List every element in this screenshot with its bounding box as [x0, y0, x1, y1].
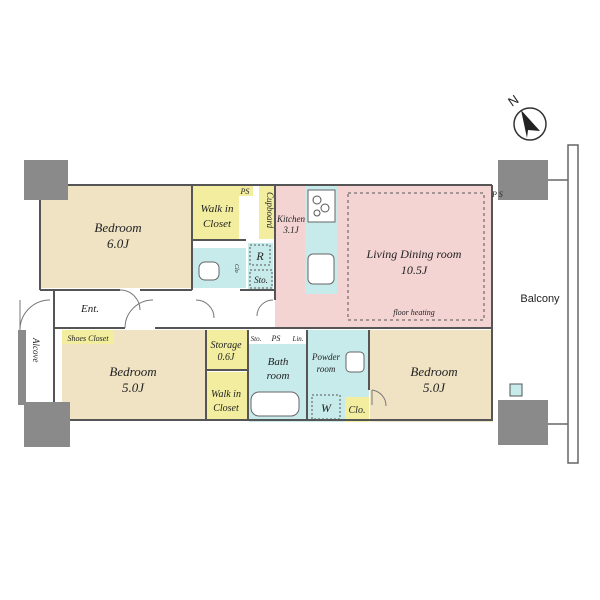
cupboard-area	[259, 186, 275, 239]
storage-mid-name: Storage	[210, 340, 242, 351]
walk-in-closet-n-area	[193, 186, 239, 239]
shoes-closet-area	[62, 330, 114, 344]
fridge-label: R	[255, 249, 264, 263]
bedroom-se-size: 5.0J	[423, 380, 446, 395]
powder-line2: room	[317, 364, 336, 374]
floor-heating-zone	[347, 192, 485, 321]
storage-mid-area	[207, 330, 247, 370]
cooktop	[307, 189, 336, 223]
sto-small-label: Sto.	[251, 335, 262, 343]
ps-n-area	[239, 186, 253, 196]
compass-label: N	[505, 92, 521, 110]
storage-n-label: Sto.	[254, 275, 268, 285]
bedroom-sw-name: Bedroom	[109, 364, 156, 379]
floor-heating-note: floor heating	[393, 308, 435, 317]
bedroom-sw-area	[62, 330, 205, 420]
balcony-label: Balcony	[520, 293, 560, 305]
washbasin	[345, 351, 365, 373]
outdoor-unit	[509, 383, 523, 397]
ps-n-label: PS	[240, 187, 250, 196]
cupboard-label: Cupboard	[265, 192, 275, 229]
closet-se-area	[345, 397, 369, 422]
walk-in-closet-s-area	[207, 372, 247, 420]
wall-block-se	[498, 400, 548, 445]
fridge-space	[249, 244, 271, 266]
kitchen-size: 3.1J	[282, 225, 299, 235]
storage-mid-size: 0.6J	[218, 352, 236, 363]
kitchen-sink	[307, 253, 335, 285]
bedroom-nw-name: Bedroom	[94, 220, 141, 235]
bedroom-se-area	[370, 330, 493, 422]
closet-small-label: Clo	[233, 264, 239, 273]
alcove-wall	[18, 330, 26, 405]
wall-block-ne	[498, 160, 548, 200]
storage-n-area	[248, 268, 273, 290]
powder-line1: Powder	[311, 352, 340, 362]
walk-in-closet-n-line2: Closet	[203, 218, 232, 230]
bathtub	[250, 391, 300, 417]
bedroom-nw-area	[40, 186, 191, 288]
fridge-area	[248, 243, 273, 268]
ps-e-label: P S	[491, 190, 503, 199]
bath-line1: Bath	[268, 356, 289, 368]
washer-space	[311, 394, 341, 420]
bedroom-sw-size: 5.0J	[122, 380, 145, 395]
shoes-closet-label: Shoes Closet	[67, 334, 109, 343]
wall-block-sw	[24, 402, 70, 447]
closet-se-label: Clo.	[349, 405, 366, 416]
lin-small-label: Lin.	[291, 335, 303, 343]
utility-strip-area	[249, 330, 307, 344]
balcony-rail	[567, 144, 579, 464]
compass: N	[505, 92, 547, 141]
bedroom-nw-size: 6.0J	[107, 236, 130, 251]
walk-in-closet-s-line2: Closet	[213, 403, 239, 414]
kitchen-name: Kitchen	[276, 214, 305, 224]
alcove-label: Alcove	[31, 337, 41, 362]
living-name: Living Dining room	[366, 247, 462, 261]
washstand	[198, 261, 220, 281]
bath-line2: room	[267, 370, 290, 382]
walk-in-closet-n-line1: Walk in	[201, 203, 234, 215]
entrance-label: Ent.	[80, 303, 99, 315]
washer-label: W	[321, 401, 332, 415]
living-size: 10.5J	[401, 263, 428, 277]
bedroom-se-name: Bedroom	[410, 364, 457, 379]
ps-small-label: PS	[271, 334, 281, 343]
walls	[39, 184, 493, 421]
door-swings	[19, 289, 387, 407]
walk-in-closet-s-line1: Walk in	[211, 389, 241, 400]
wall-block-nw	[24, 160, 68, 200]
